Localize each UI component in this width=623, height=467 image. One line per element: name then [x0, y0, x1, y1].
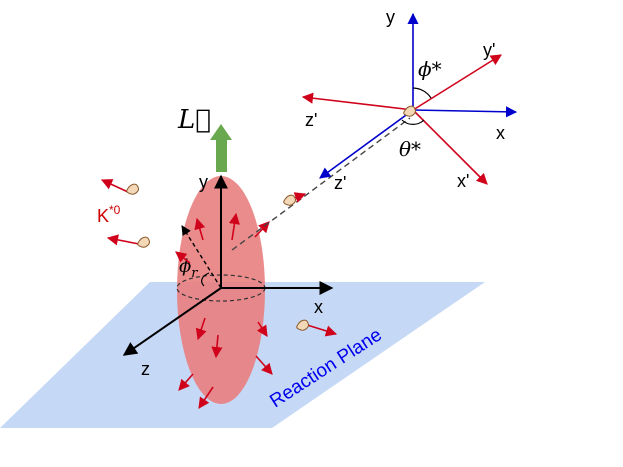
frame-xp-label: x' — [457, 171, 469, 191]
angular-momentum-arrow — [210, 124, 232, 172]
frame-zp-label-left: z' — [305, 110, 317, 130]
kaon-particle-icon — [283, 192, 307, 206]
lab-z-axis — [122, 287, 222, 356]
kaon-particle-icon — [106, 234, 150, 248]
lab-y-label: y — [199, 172, 208, 192]
phi-star-label: ϕ* — [418, 57, 442, 81]
decay-direction-line — [231, 117, 411, 251]
lab-z-label: z — [141, 359, 150, 379]
angular-momentum-label: L⃗ — [177, 105, 211, 135]
kaon-particle-icon — [296, 319, 338, 337]
decay-frame — [301, 12, 518, 185]
frame-yp-label: y' — [483, 40, 495, 60]
theta-star-label: θ* — [399, 137, 421, 161]
fireball — [177, 176, 265, 404]
frame-z-label: z' — [334, 173, 346, 193]
kaon-particle-icon — [100, 179, 139, 195]
frame-y-label: y — [386, 7, 395, 27]
frame-x-label: x — [496, 123, 505, 143]
kstar-label: K*0 — [97, 203, 121, 226]
lab-x-label: x — [314, 297, 323, 317]
phi-r-line — [181, 225, 222, 289]
phi-r-arc — [201, 272, 210, 287]
